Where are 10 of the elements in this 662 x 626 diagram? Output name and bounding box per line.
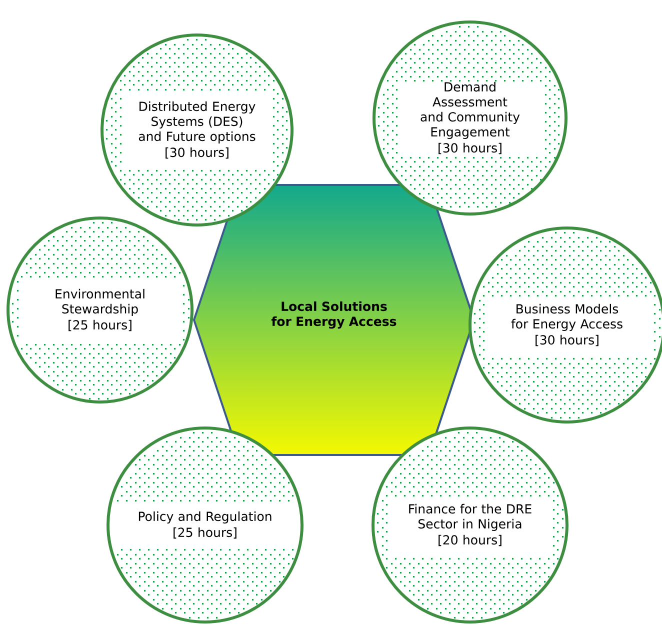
node-label: [30 hours]	[536, 334, 598, 346]
node-label: Policy and Regulation	[138, 511, 272, 524]
node-label: Distributed Energy Systems (DES) and Future options	[138, 101, 256, 144]
node-label: Business Models for Energy Access	[511, 304, 622, 332]
node-label: Finance for the DRE Sector in Nigeria	[409, 504, 532, 532]
node-label: Demand Assessment and Community Engagement	[420, 82, 520, 140]
node-label: [30 hours]	[166, 147, 228, 159]
node-label: [25 hours]	[174, 527, 236, 539]
node-label: [30 hours]	[438, 142, 502, 154]
node-label: [20 hours]	[438, 534, 502, 546]
